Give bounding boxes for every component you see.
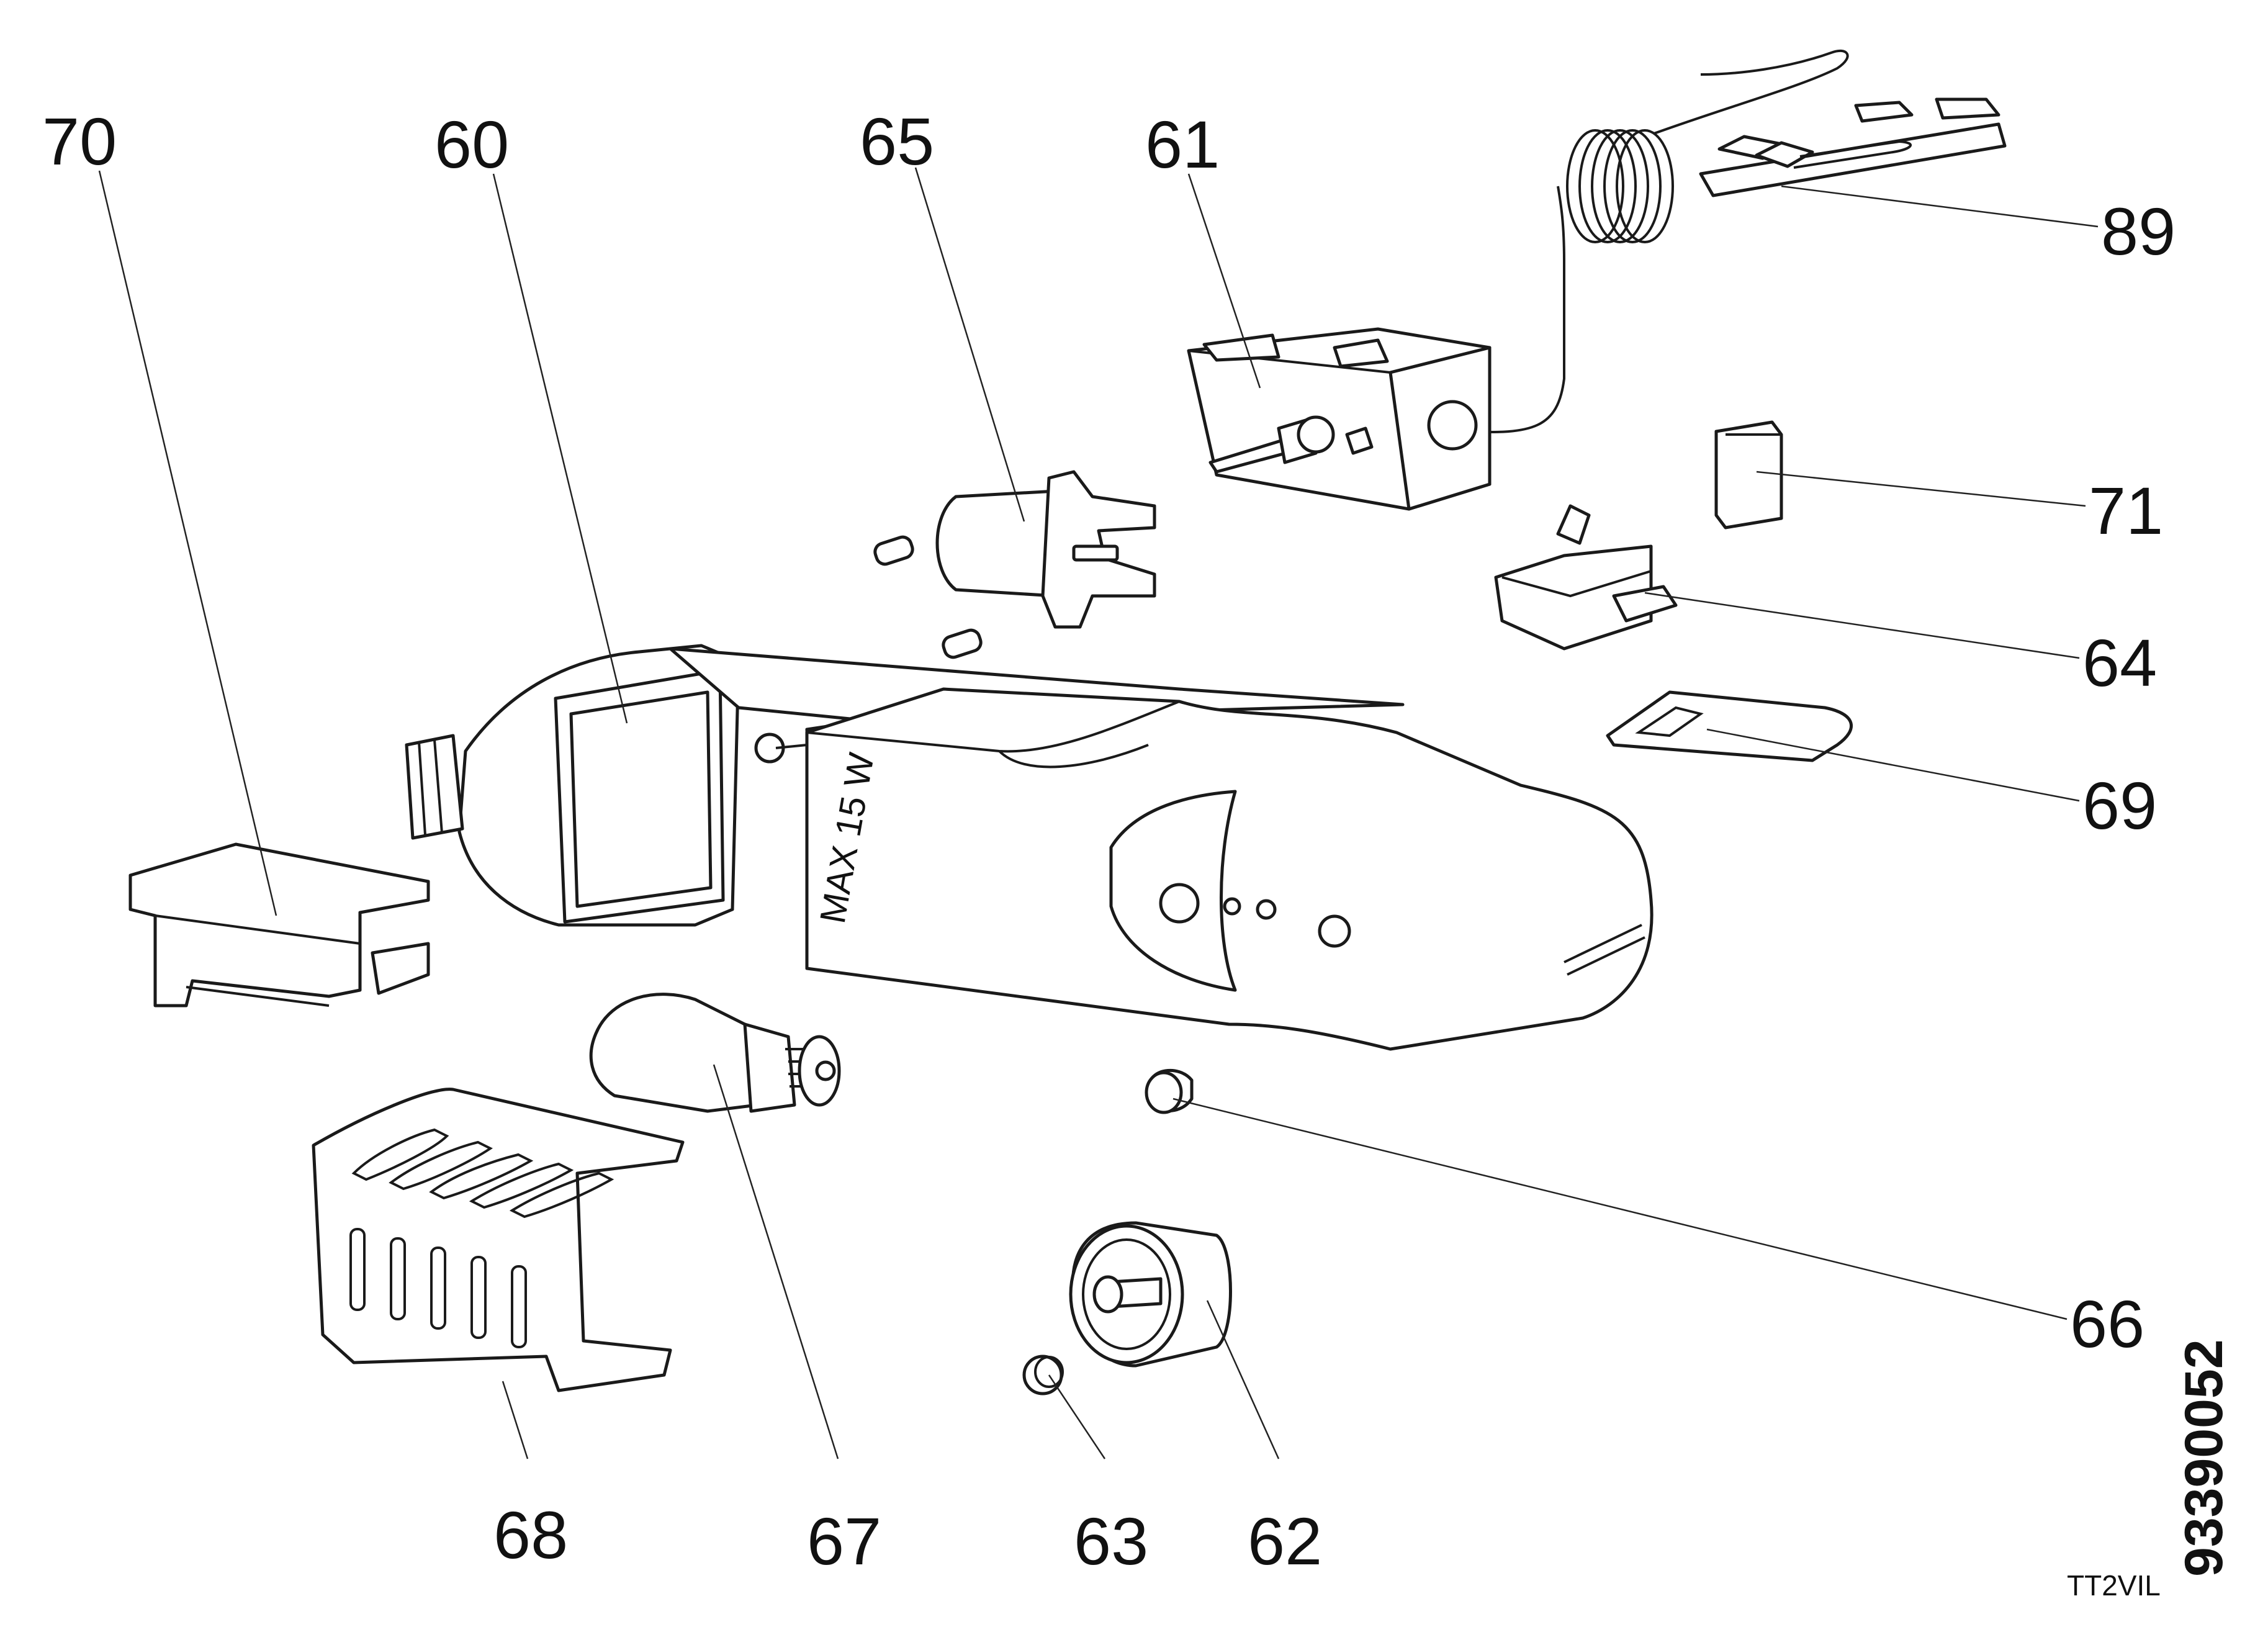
part-71-cover [1714,420,1783,530]
leader-61 [1187,173,1261,389]
label-68: 68 [493,1497,568,1572]
leader-89 [1781,185,2099,228]
part-69-plate [1606,690,1853,762]
leader-lines [98,167,2099,1459]
part-60-housing: MAX 15 W [405,644,1654,1051]
label-71: 71 [2089,473,2163,548]
leader-67 [713,1064,839,1459]
part-labels: 70 60 65 61 89 71 64 69 66 68 67 63 62 [42,104,2176,1579]
part-70-clip [128,842,430,1008]
part-64-switch [1494,504,1678,651]
label-69: 69 [2082,768,2157,843]
label-62: 62 [1248,1504,1322,1579]
part-61-thermostat [1187,327,1492,511]
leader-70 [98,170,277,916]
label-70: 70 [42,104,117,179]
document-number: 93390052 [2174,1339,2234,1577]
label-60: 60 [434,107,509,182]
part-67-bulb [589,993,841,1113]
part-62-dial [1069,1221,1232,1368]
label-65: 65 [860,104,934,179]
leader-64 [1644,592,2080,659]
part-63-cap [1022,1355,1064,1395]
part-68-grille [312,1088,685,1392]
part-65-lamp-holder [873,470,1156,659]
leader-71 [1756,471,2086,507]
drawing-code: TT2VIL [2067,1569,2161,1602]
label-63: 63 [1074,1504,1148,1579]
leader-69 [1706,728,2080,802]
label-89: 89 [2101,194,2176,269]
leader-66 [1172,1098,2068,1320]
leader-60 [492,173,628,724]
label-64: 64 [2082,625,2157,700]
label-67: 67 [807,1504,881,1579]
part-66-knob [1145,1069,1194,1114]
label-66: 66 [2070,1286,2144,1361]
leader-68 [502,1381,529,1459]
leader-63 [1048,1374,1106,1459]
leader-62 [1206,1300,1280,1459]
leader-65 [914,167,1025,522]
part-89-bracket-with-capillary [1464,49,2007,434]
label-61: 61 [1145,107,1220,182]
